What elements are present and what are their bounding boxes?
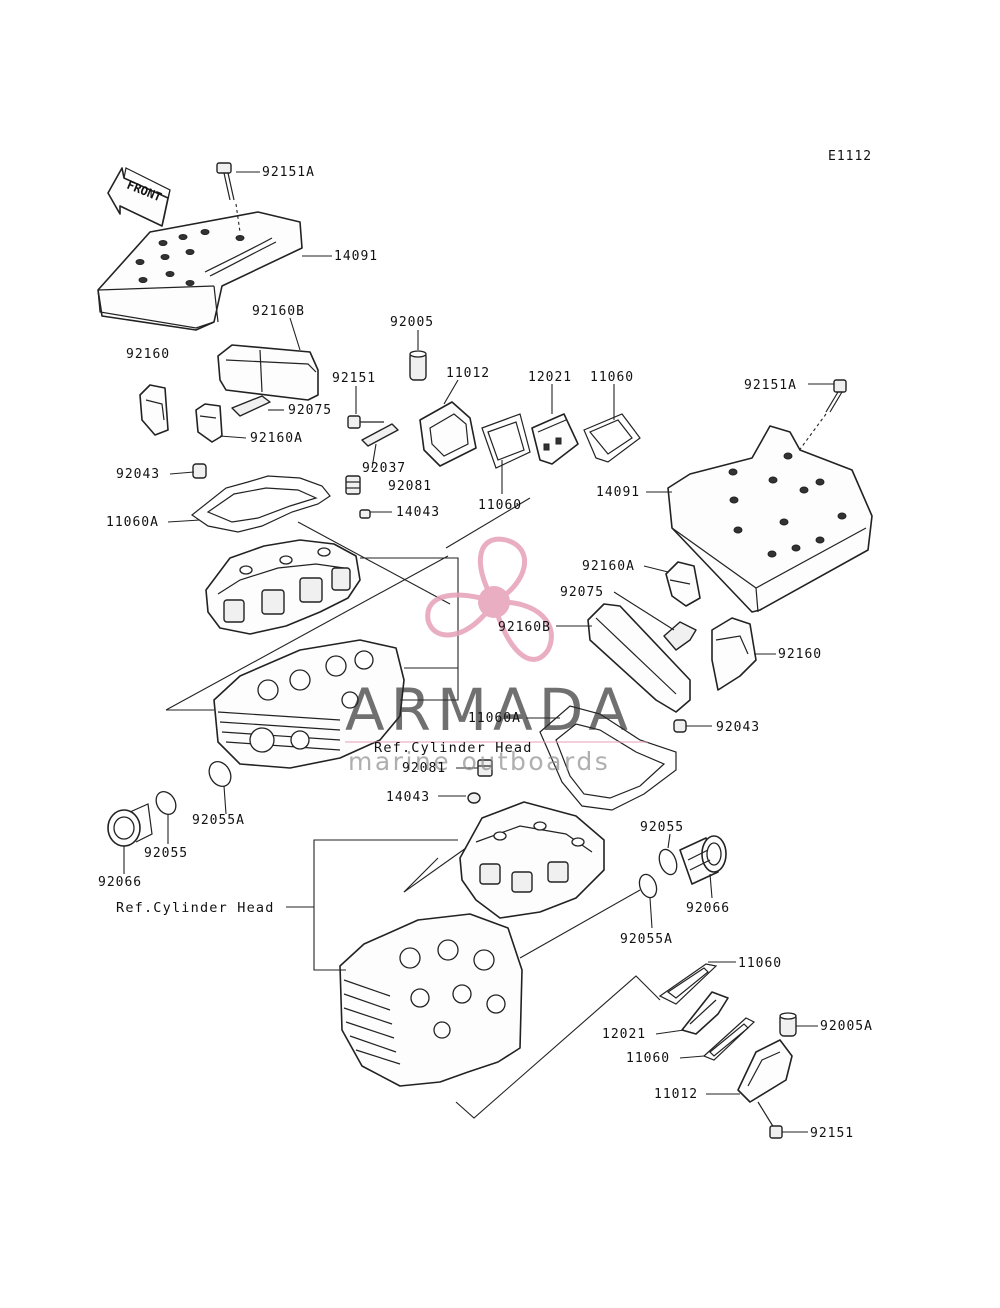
bolt-92151a-left <box>216 162 241 233</box>
callout-label: 11060 <box>478 498 522 513</box>
pipe-92066-right <box>679 835 727 885</box>
cap-14043-lower <box>467 792 481 804</box>
gasket-11060-lower-a <box>658 963 718 1005</box>
callout-label: 92160A <box>250 431 303 446</box>
propeller-logo-icon <box>425 536 554 662</box>
watermark-brand: ARMADA <box>345 676 634 744</box>
clamp-92037 <box>361 423 399 447</box>
callout-label: 92037 <box>362 461 406 476</box>
callout-label: 92055A <box>192 813 245 828</box>
callout-label: 92005A <box>820 1019 873 1034</box>
pipe-92066-left <box>107 803 153 847</box>
callout-label: 92055 <box>640 820 684 835</box>
reed-12021-lower <box>681 991 729 1035</box>
callout-label: 92151A <box>744 378 797 393</box>
callout-labels: 92151A 14091 92160B 92160 92005 92151 11… <box>98 165 873 1141</box>
callout-label: 92160B <box>252 304 305 319</box>
callout-label: 92055 <box>144 846 188 861</box>
cover-92160b-left <box>217 344 319 401</box>
oring-92055a-left <box>208 761 232 787</box>
cam-holder-upper-left <box>205 539 361 635</box>
callout-label: 92160A <box>582 559 635 574</box>
collar-92043-right <box>673 719 687 733</box>
bolt-92151-upper <box>347 415 384 429</box>
spring-92081-upper <box>345 475 361 495</box>
callout-label: 92043 <box>716 720 760 735</box>
gasket-11060-upper-a <box>481 413 531 469</box>
watermark: ARMADA marine outboards <box>345 536 648 776</box>
callout-label: 14043 <box>396 505 440 520</box>
callout-label: 12021 <box>528 370 572 385</box>
rocker-cover-left <box>97 211 303 331</box>
callout-label: 92043 <box>116 467 160 482</box>
callout-label: 92075 <box>560 585 604 600</box>
callout-label: 11060 <box>738 956 782 971</box>
callout-label: 14091 <box>334 249 378 264</box>
callout-label: 92151A <box>262 165 315 180</box>
callout-label: 11060A <box>468 711 521 726</box>
gasket-11060a-right <box>539 705 677 811</box>
reed-12021-upper <box>531 413 579 465</box>
rocker-cover-right <box>667 425 873 613</box>
diagram-code: E1112 <box>828 149 872 164</box>
damper-92075-left <box>231 395 271 417</box>
cover-11012-lower <box>737 1039 793 1103</box>
callout-label: 92066 <box>98 875 142 890</box>
callout-label: 92081 <box>388 479 432 494</box>
oring-92055-right <box>658 848 678 876</box>
cap-92160a-right <box>665 561 701 607</box>
cylinder-head-lower <box>339 913 523 1087</box>
cap-14043-upper <box>359 509 371 519</box>
front-arrow-icon: FRONT <box>107 167 171 227</box>
callout-label: 11060A <box>106 515 159 530</box>
callout-label: 92151 <box>810 1126 854 1141</box>
gasket-11060-upper-b <box>583 413 641 463</box>
ref-cylinder-head-lower: Ref.Cylinder Head <box>116 900 275 916</box>
gasket-11060-lower-b <box>702 1017 756 1061</box>
cam-holder-lower <box>459 801 605 919</box>
cylinder-head-upper-left <box>213 639 405 769</box>
callout-label: 92160 <box>778 647 822 662</box>
callout-label: 11060 <box>590 370 634 385</box>
callout-label: 11060 <box>626 1051 670 1066</box>
callout-label: 92151 <box>332 371 376 386</box>
callout-label: 92005 <box>390 315 434 330</box>
ref-cylinder-head-upper: Ref.Cylinder Head <box>374 740 533 756</box>
callout-label: 92066 <box>686 901 730 916</box>
watermark-tagline: marine outboards <box>348 747 610 776</box>
gasket-11060a-left <box>190 475 331 533</box>
bolt-92151-lower <box>757 1101 783 1139</box>
collar-92043-left <box>192 463 207 479</box>
cover-11012-upper <box>419 401 477 467</box>
callout-label: 92160B <box>498 620 551 635</box>
cap-92160-left <box>139 384 169 436</box>
callout-label: 11012 <box>446 366 490 381</box>
callout-label: 11012 <box>654 1087 698 1102</box>
oring-92055-left <box>155 791 177 815</box>
cover-92160b-right <box>587 603 691 713</box>
pipe-92005-upper <box>409 350 427 381</box>
callout-label: 92081 <box>402 761 446 776</box>
bolt-92151a-right <box>797 379 847 453</box>
oring-92055a-right <box>638 873 658 899</box>
callout-label: 14091 <box>596 485 640 500</box>
callout-label: 92160 <box>126 347 170 362</box>
cap-92160a-left <box>195 403 223 443</box>
callout-label: 12021 <box>602 1027 646 1042</box>
callout-label: 92055A <box>620 932 673 947</box>
callout-label: 14043 <box>386 790 430 805</box>
callout-label: 92075 <box>288 403 332 418</box>
cap-92160-right <box>711 617 757 691</box>
pipe-92005a-lower <box>779 1012 797 1037</box>
